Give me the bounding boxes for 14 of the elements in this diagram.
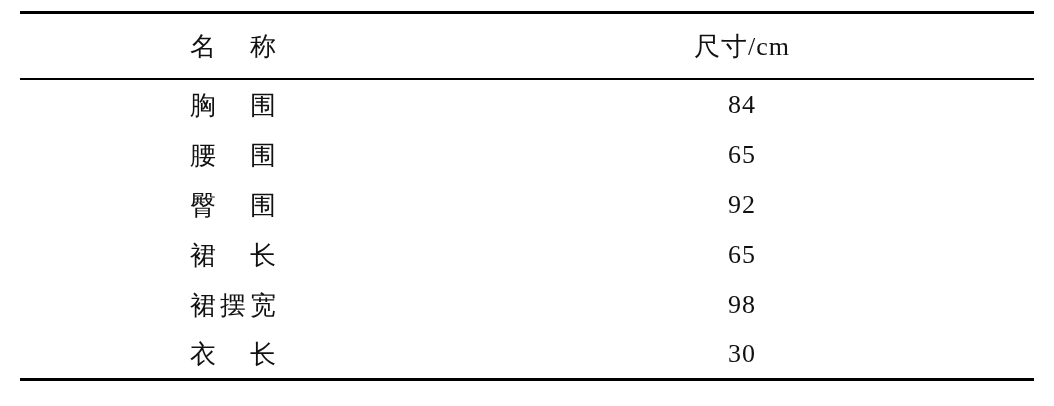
row-label: 裙摆宽	[190, 288, 280, 322]
row-label: 裙 长	[190, 238, 280, 272]
row-label: 臀 围	[190, 188, 280, 222]
column-header: 尺寸/cm	[694, 30, 790, 63]
row-label: 衣 长	[190, 337, 280, 371]
value-text: 98	[728, 290, 756, 320]
row-label: 胸 围	[190, 88, 280, 122]
column-header: 名 称	[190, 29, 280, 63]
value-text: 84	[728, 90, 756, 120]
value-text: 65	[728, 240, 756, 270]
value-text: 65	[728, 140, 756, 170]
value-text: 92	[728, 190, 756, 220]
value-text: 30	[728, 339, 756, 369]
row-label: 腰 围	[190, 138, 280, 172]
